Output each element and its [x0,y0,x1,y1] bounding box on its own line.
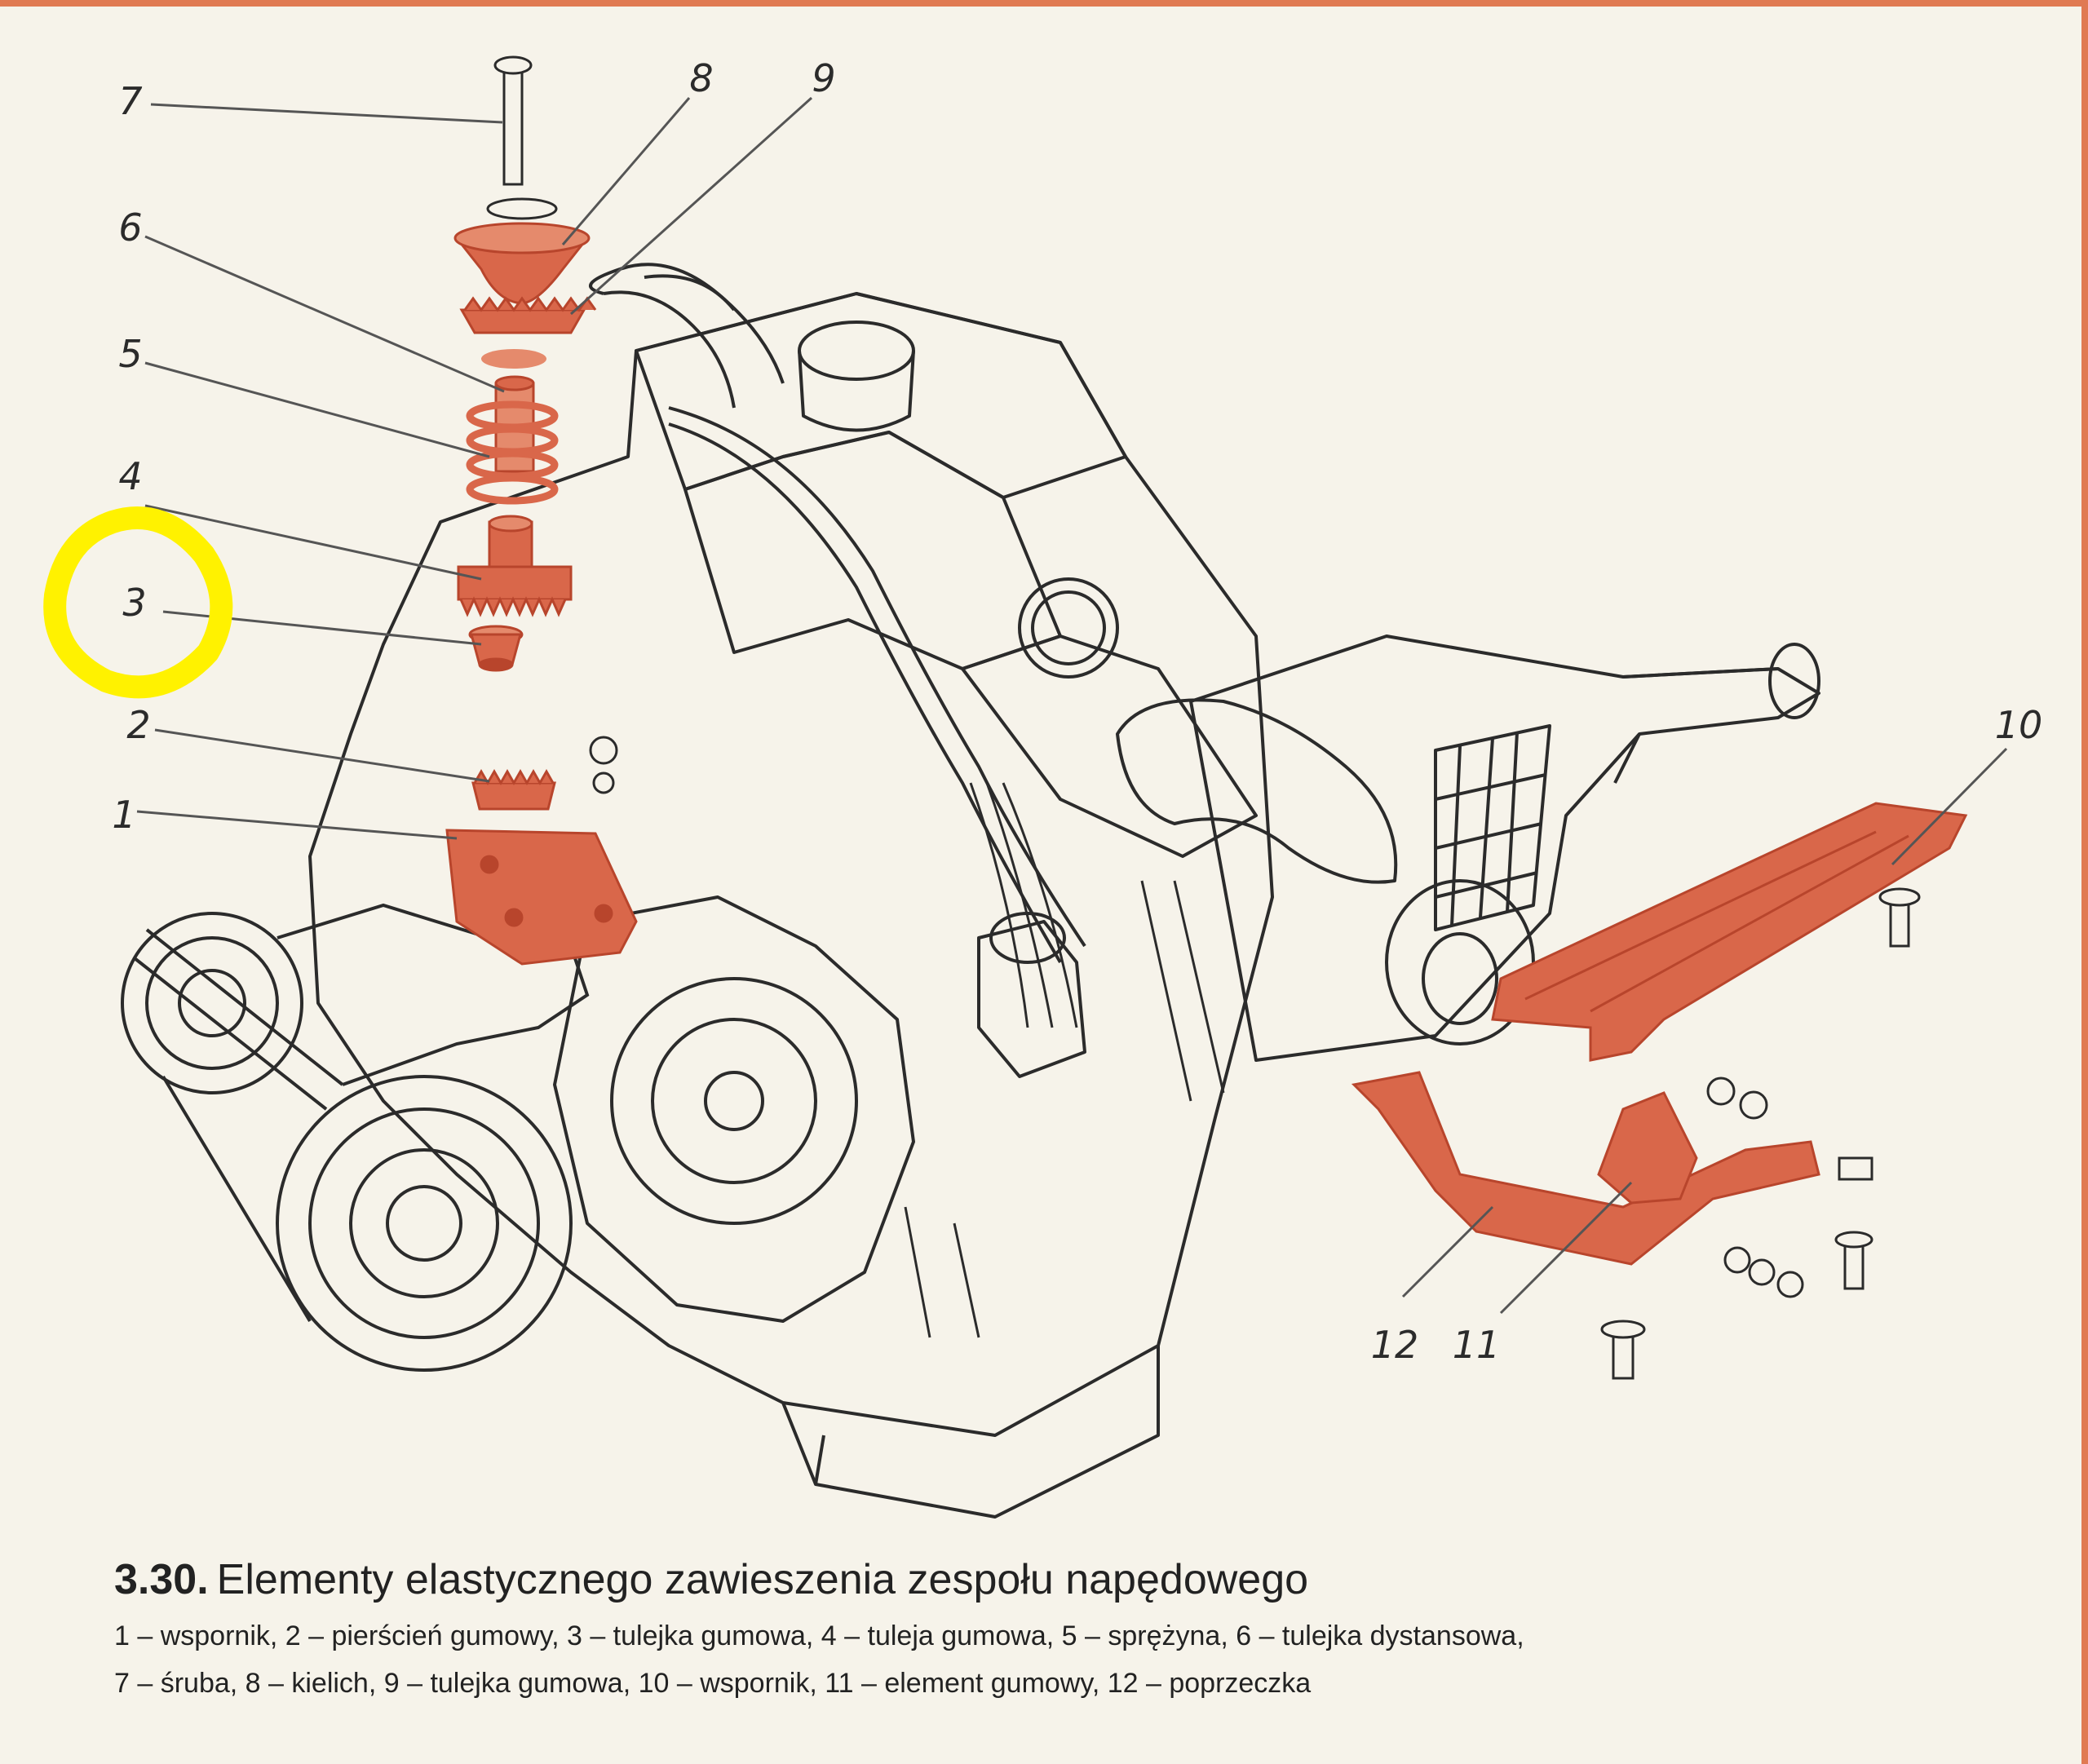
callout-1: 1 [112,793,135,837]
legend-line-2: 7 – śruba, 8 – kielich, 9 – tulejka gumo… [114,1668,1312,1699]
callout-6: 6 [118,206,142,250]
callout-3: 3 [122,581,146,625]
callout-5: 5 [118,332,142,376]
figure-number: 3.30. [114,1556,209,1603]
part-7-bolt [486,55,558,220]
legend-line-1: 1 – wspornik, 2 – pierścień gumowy, 3 – … [114,1620,1524,1651]
callout-8: 8 [689,56,713,100]
engine-mount-diagram: 1 2 3 4 5 6 7 8 9 10 11 12 [43,55,2042,1519]
part-12-crossmember [1351,1071,1820,1266]
part-3-rubber-sleeve [468,625,524,672]
figure-caption: 3.30.Elementy elastycznego zawieszenia z… [114,1554,2039,1707]
callout-9: 9 [812,56,835,100]
part-10-bracket [1491,802,1968,1062]
highlighted-parts [445,55,1968,1266]
part-11-rubber-element [1597,1091,1698,1205]
callout-7: 7 [118,79,142,123]
callout-2: 2 [126,703,150,747]
part-2-rubber-ring [471,768,556,811]
figure-title-line: 3.30.Elementy elastycznego zawieszenia z… [114,1554,2039,1606]
part-1-bracket [445,829,638,966]
callout-11: 11 [1453,1323,1501,1367]
hardware [589,736,1921,1380]
leader-lines [136,96,2008,1315]
callout-labels: 1 2 3 4 5 6 7 8 9 10 11 12 [112,56,2042,1367]
engine-block-drawing [308,263,1820,1519]
highlight-circle [43,506,233,699]
part-4-rubber-bushing [457,515,573,617]
part-9-rubber-sleeve [459,308,586,334]
part-5-spring [466,400,559,505]
pulley-assembly [121,903,590,1372]
figure-title: Elementy elastycznego zawieszenia zespoł… [216,1556,1309,1603]
callout-12: 12 [1371,1323,1419,1367]
callout-10: 10 [1995,703,2043,747]
callout-4: 4 [118,454,142,498]
